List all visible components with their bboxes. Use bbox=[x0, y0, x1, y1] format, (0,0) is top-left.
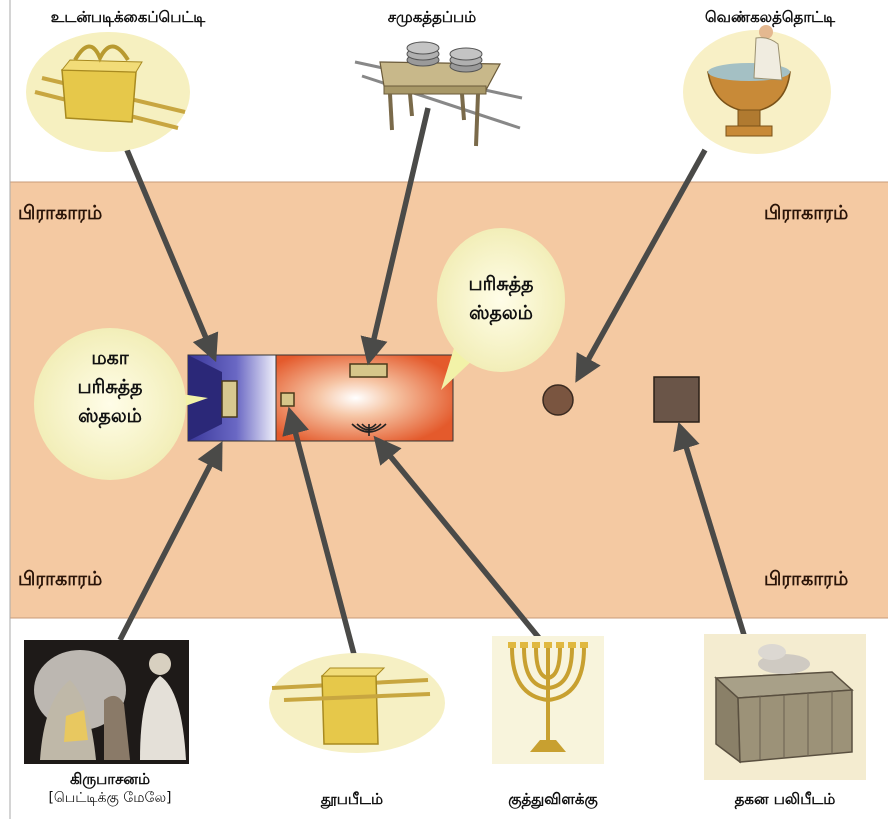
arrow-showbread bbox=[360, 107, 431, 366]
holy-place-label: பரிசுத்த ஸ்தலம் bbox=[468, 273, 534, 324]
mercy-seat-label: கிருபாசனம் [பெட்டிக்கு மேலே] bbox=[48, 770, 172, 806]
lampstand-label: குத்துவிளக்கு bbox=[508, 790, 598, 808]
arrow-mercy-seat bbox=[117, 441, 223, 642]
holy-of-holies-bubble bbox=[34, 328, 208, 480]
altar-marker bbox=[653, 376, 700, 423]
ark-of-covenant-icon bbox=[26, 32, 190, 152]
mercy-seat-icon bbox=[24, 640, 189, 764]
burnt-offering-altar-icon bbox=[704, 634, 866, 780]
mercy-seat-sublabel: [பெட்டிக்கு மேலே] bbox=[48, 790, 172, 806]
arrow-laver bbox=[575, 148, 708, 383]
holy-of-holies-label: மகா பரிசுத்த ஸ்தலம் bbox=[77, 347, 143, 427]
showbread-table-icon bbox=[354, 41, 523, 147]
altar-label: தகன பலிபீடம் bbox=[734, 790, 836, 808]
arrow-altar bbox=[673, 421, 751, 649]
holy-place-bubble bbox=[437, 228, 565, 390]
lampstand-icon bbox=[492, 636, 604, 764]
ark-marker bbox=[221, 380, 238, 418]
incense-altar-marker bbox=[280, 392, 295, 407]
courtyard-label-bottom-right: பிராகாரம் bbox=[764, 568, 849, 590]
courtyard-label-top-left: பிராகாரம் bbox=[18, 202, 103, 224]
courtyard-label-top-right: பிராகாரம் bbox=[764, 202, 849, 224]
laver-label: வெண்கலத்தொட்டி bbox=[704, 8, 836, 26]
arrow-ark bbox=[124, 148, 219, 363]
laver-marker bbox=[542, 384, 574, 416]
lampstand-marker bbox=[351, 423, 387, 436]
arrow-incense bbox=[282, 406, 359, 663]
showbread-table-marker bbox=[349, 363, 388, 378]
bronze-laver-icon bbox=[683, 25, 831, 154]
incense-altar-icon bbox=[269, 653, 445, 753]
ark-label: உடன்படிக்கைப்பெட்டி bbox=[50, 8, 206, 26]
arrow-lampstand bbox=[373, 435, 556, 657]
courtyard-label-bottom-left: பிராகாரம் bbox=[18, 568, 103, 590]
incense-altar-label: தூபபீடம் bbox=[320, 790, 384, 808]
showbread-table-label: சமுகத்தப்பம் bbox=[387, 8, 477, 26]
